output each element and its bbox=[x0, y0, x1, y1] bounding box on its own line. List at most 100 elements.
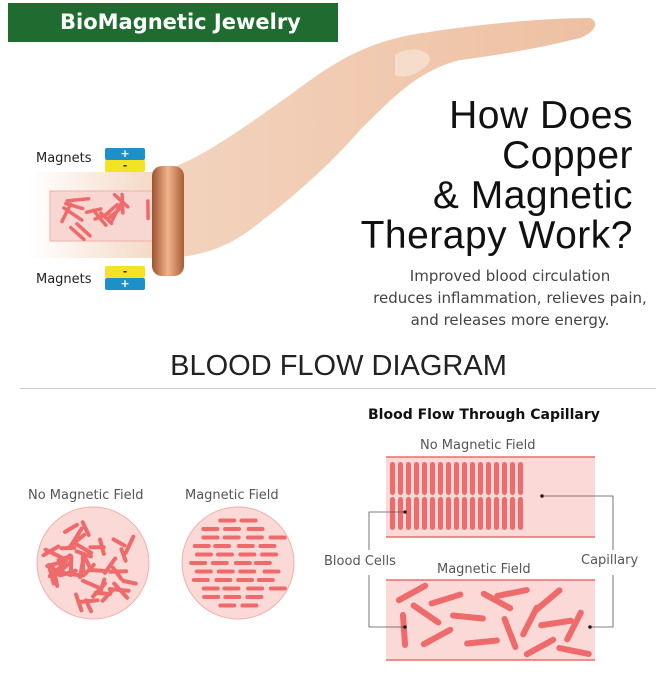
blood-cell bbox=[60, 202, 73, 224]
blood-cell bbox=[398, 497, 403, 530]
blood-cell bbox=[430, 462, 435, 495]
blood-cell bbox=[446, 497, 451, 530]
capillary-field bbox=[386, 579, 595, 661]
blood-cell bbox=[398, 462, 403, 495]
blood-cell bbox=[502, 497, 507, 530]
brand-banner: BioMagnetic Jewelry bbox=[8, 3, 338, 42]
field-circle bbox=[181, 506, 295, 620]
blood-cell bbox=[83, 598, 94, 614]
blood-cell bbox=[454, 462, 459, 495]
blood-cell bbox=[438, 497, 443, 530]
minus-pole-icon: - bbox=[105, 160, 145, 172]
blood-cell bbox=[102, 556, 118, 575]
blood-cell bbox=[430, 497, 435, 530]
blood-cell bbox=[65, 197, 91, 203]
no-field-circle-label: No Magnetic Field bbox=[28, 488, 144, 503]
blood-cell bbox=[119, 547, 128, 563]
blood-cell bbox=[454, 497, 459, 530]
blood-cell bbox=[46, 563, 56, 586]
blood-cell bbox=[63, 522, 79, 534]
blood-cell bbox=[422, 497, 427, 530]
section-title: BLOOD FLOW DIAGRAM bbox=[170, 350, 507, 382]
blood-cell bbox=[502, 462, 507, 495]
blood-cell bbox=[501, 616, 519, 650]
blood-cell bbox=[107, 587, 131, 593]
blood-flow-diagram bbox=[36, 456, 614, 661]
blood-cell bbox=[464, 637, 500, 647]
blood-cell bbox=[121, 578, 138, 586]
plus-pole-icon: + bbox=[105, 278, 145, 290]
title-line: How Does bbox=[449, 94, 633, 137]
blood-cell bbox=[556, 645, 592, 657]
title-line: Therapy Work? bbox=[360, 214, 633, 257]
capillary-field-label: Magnetic Field bbox=[437, 562, 531, 577]
leader-lines bbox=[368, 494, 614, 629]
subtitle-line: and releases more energy. bbox=[410, 311, 610, 329]
blood-cell bbox=[98, 577, 107, 594]
blood-cell bbox=[410, 602, 442, 626]
blood-cell bbox=[538, 617, 574, 629]
copper-bracelet-icon bbox=[152, 166, 184, 276]
blood-cell bbox=[83, 562, 96, 576]
blood-cell bbox=[111, 537, 127, 548]
blood-cell bbox=[523, 636, 557, 658]
blood-cell bbox=[470, 462, 475, 495]
blood-cell bbox=[486, 462, 491, 495]
blood-cell bbox=[69, 225, 86, 242]
hero-subtitle: Improved blood circulation reduces infla… bbox=[360, 265, 660, 331]
hero-title: How Does Copper & Magnetic Therapy Work? bbox=[361, 96, 633, 256]
blood-cell bbox=[494, 497, 499, 530]
blood-cell bbox=[450, 612, 486, 622]
blood-cell bbox=[470, 497, 475, 530]
blood-cell bbox=[88, 568, 106, 573]
blood-cell bbox=[66, 571, 86, 578]
magnets-label-bottom: Magnets bbox=[36, 272, 92, 287]
blood-cell bbox=[446, 462, 451, 495]
blood-cell bbox=[41, 544, 61, 558]
blood-cell bbox=[390, 462, 395, 495]
divider bbox=[20, 388, 656, 389]
blood-cell bbox=[438, 462, 443, 495]
blood-cells-label: Blood Cells bbox=[324, 554, 396, 569]
blood-cell bbox=[486, 497, 491, 530]
blood-cell bbox=[399, 612, 409, 648]
capillary-title: Blood Flow Through Capillary bbox=[368, 407, 600, 423]
blood-cell bbox=[520, 604, 540, 638]
blood-cell bbox=[564, 609, 584, 643]
blood-cell bbox=[478, 462, 483, 495]
blood-cell bbox=[480, 590, 514, 612]
blood-cell bbox=[478, 497, 483, 530]
subtitle-line: Improved blood circulation bbox=[409, 267, 611, 285]
blood-cell bbox=[55, 553, 72, 572]
blood-cell bbox=[103, 203, 119, 217]
title-line: Copper bbox=[502, 134, 633, 177]
blood-cell bbox=[91, 208, 108, 228]
blood-cell bbox=[74, 542, 94, 555]
blood-cell bbox=[462, 462, 467, 495]
blood-cell bbox=[74, 549, 93, 559]
plus-pole-icon: + bbox=[105, 148, 145, 160]
blood-cell bbox=[414, 462, 419, 495]
field-circle-label: Magnetic Field bbox=[185, 488, 279, 503]
blood-cell bbox=[510, 462, 515, 495]
blood-cell bbox=[84, 207, 103, 215]
blood-cell bbox=[80, 578, 102, 590]
blood-cell bbox=[123, 534, 136, 555]
blood-cell bbox=[518, 497, 523, 530]
blood-cell bbox=[494, 462, 499, 495]
blood-cell bbox=[533, 587, 563, 613]
blood-cell bbox=[98, 537, 106, 556]
blood-cell bbox=[58, 560, 72, 574]
blood-cell bbox=[414, 497, 419, 530]
capillary-no-field-label: No Magnetic Field bbox=[420, 438, 536, 453]
blood-cell bbox=[395, 582, 429, 604]
blood-cell bbox=[74, 592, 84, 613]
blood-cell bbox=[422, 462, 427, 495]
capillary-label: Capillary bbox=[581, 553, 639, 568]
hand-illustration bbox=[30, 18, 596, 276]
blood-cell bbox=[518, 462, 523, 495]
blood-cell bbox=[510, 497, 515, 530]
no-field-circle bbox=[36, 506, 150, 620]
blood-cell bbox=[68, 532, 87, 549]
